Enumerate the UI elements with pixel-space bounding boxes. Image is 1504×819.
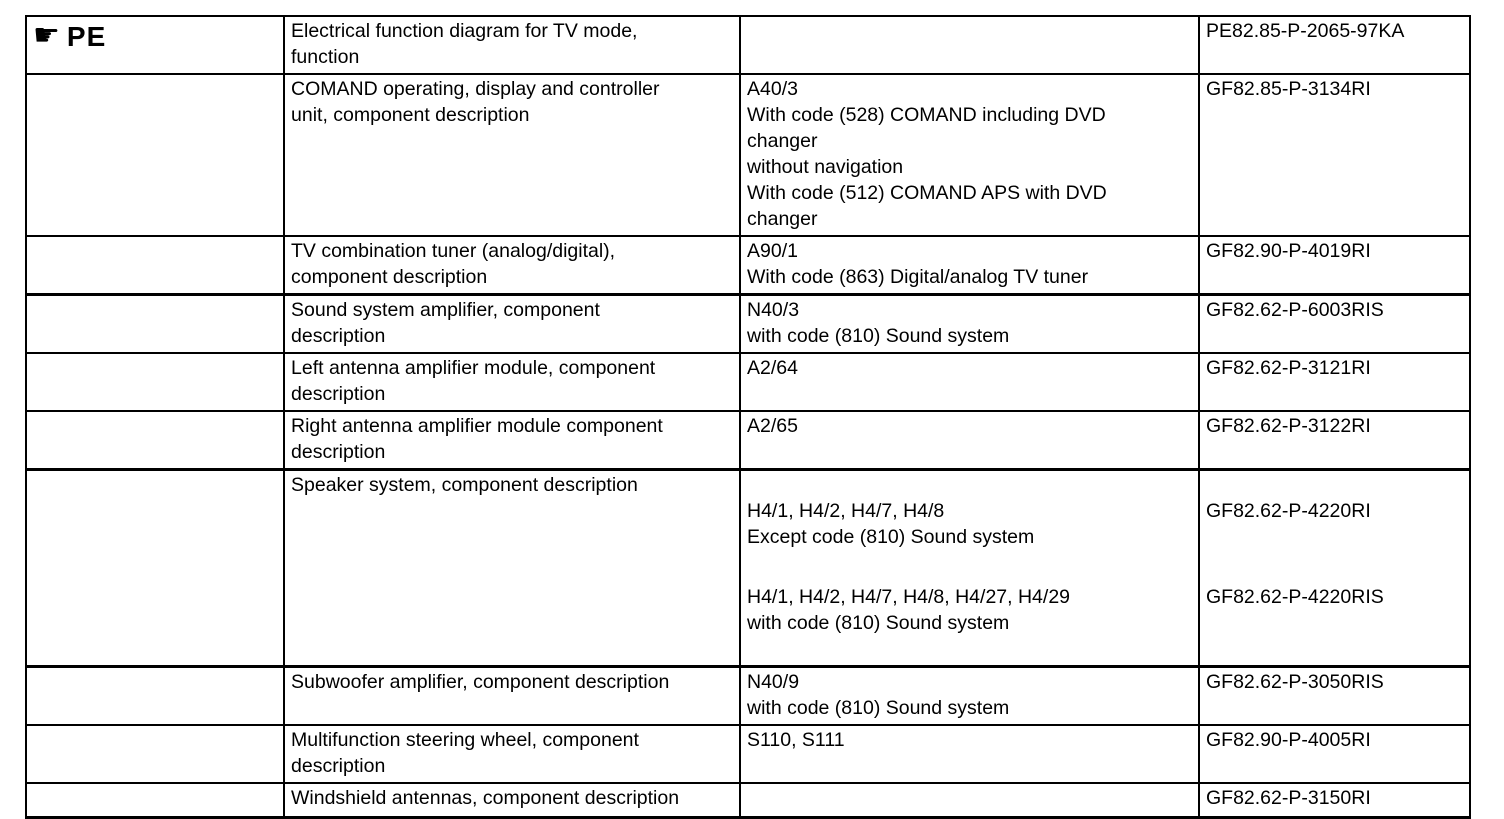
table-row: Sound system amplifier, component descri… [27,296,1469,354]
row-label-cell [27,726,283,782]
description-cell: Left antenna amplifier module, component… [283,354,739,410]
codes-cell: A40/3 With code (528) COMAND including D… [739,75,1198,235]
description-cell: TV combination tuner (analog/digital), c… [283,237,739,293]
table-row: TV combination tuner (analog/digital), c… [27,237,1469,296]
table-row: Left antenna amplifier module, component… [27,354,1469,412]
table-row: Multifunction steering wheel, component … [27,726,1469,784]
row-label-cell [27,668,283,724]
document-number-cell: PE82.85-P-2065-97KA [1198,17,1469,73]
row-label-cell [27,471,283,665]
document-number: GF82.62-P-4220RIS [1206,586,1384,608]
document-number-cell: GF82.62-P-6003RIS [1198,296,1469,352]
codes-group: H4/1, H4/2, H4/7, H4/8 Except code (810)… [747,500,1035,548]
row-label-cell [27,237,283,293]
description-cell: Multifunction steering wheel, component … [283,726,739,782]
codes-cell: A2/64 [739,354,1198,410]
document-number-cell: GF82.62-P-3150RI [1198,784,1469,816]
row-label-cell: ☛ PE [27,17,283,73]
table-row: Right antenna amplifier module component… [27,412,1469,471]
description-cell: Subwoofer amplifier, component descripti… [283,668,739,724]
table-row: Speaker system, component description H4… [27,471,1469,668]
document-number-cell: GF82.62-P-3121RI [1198,354,1469,410]
document-number-cell: GF82.62-P-4220RI GF82.62-P-4220RIS [1198,471,1469,665]
document-number-cell: GF82.90-P-4005RI [1198,726,1469,782]
codes-cell: N40/9 with code (810) Sound system [739,668,1198,724]
codes-group: H4/1, H4/2, H4/7, H4/8, H4/27, H4/29 wit… [747,586,1071,634]
table-row: Subwoofer amplifier, component descripti… [27,668,1469,726]
row-label-cell [27,354,283,410]
codes-cell: N40/3 with code (810) Sound system [739,296,1198,352]
codes-cell: A90/1 With code (863) Digital/analog TV … [739,237,1198,293]
description-cell: Electrical function diagram for TV mode,… [283,17,739,73]
table-row: Windshield antennas, component descripti… [27,784,1469,816]
document-number-cell: GF82.62-P-3050RIS [1198,668,1469,724]
description-cell: Windshield antennas, component descripti… [283,784,739,816]
document-number-cell: GF82.85-P-3134RI [1198,75,1469,235]
pe-label: PE [66,21,107,52]
codes-cell: H4/1, H4/2, H4/7, H4/8 Except code (810)… [739,471,1198,665]
row-label-cell [27,296,283,352]
document-reference-table: ☛ PE Electrical function diagram for TV … [25,15,1471,819]
document-number-cell: GF82.62-P-3122RI [1198,412,1469,468]
description-cell: Speaker system, component description [283,471,739,665]
codes-cell [739,17,1198,73]
pointing-hand-icon: ☛ [33,18,60,53]
row-label-cell [27,784,283,816]
row-label-cell [27,412,283,468]
description-cell: Sound system amplifier, component descri… [283,296,739,352]
description-cell: Right antenna amplifier module component… [283,412,739,468]
row-label-cell [27,75,283,235]
document-number-cell: GF82.90-P-4019RI [1198,237,1469,293]
table-row: COMAND operating, display and controller… [27,75,1469,237]
codes-cell [739,784,1198,816]
document-number: GF82.62-P-4220RI [1206,500,1371,522]
table-row: ☛ PE Electrical function diagram for TV … [27,17,1469,75]
codes-cell: S110, S111 [739,726,1198,782]
codes-cell: A2/65 [739,412,1198,468]
description-cell: COMAND operating, display and controller… [283,75,739,235]
